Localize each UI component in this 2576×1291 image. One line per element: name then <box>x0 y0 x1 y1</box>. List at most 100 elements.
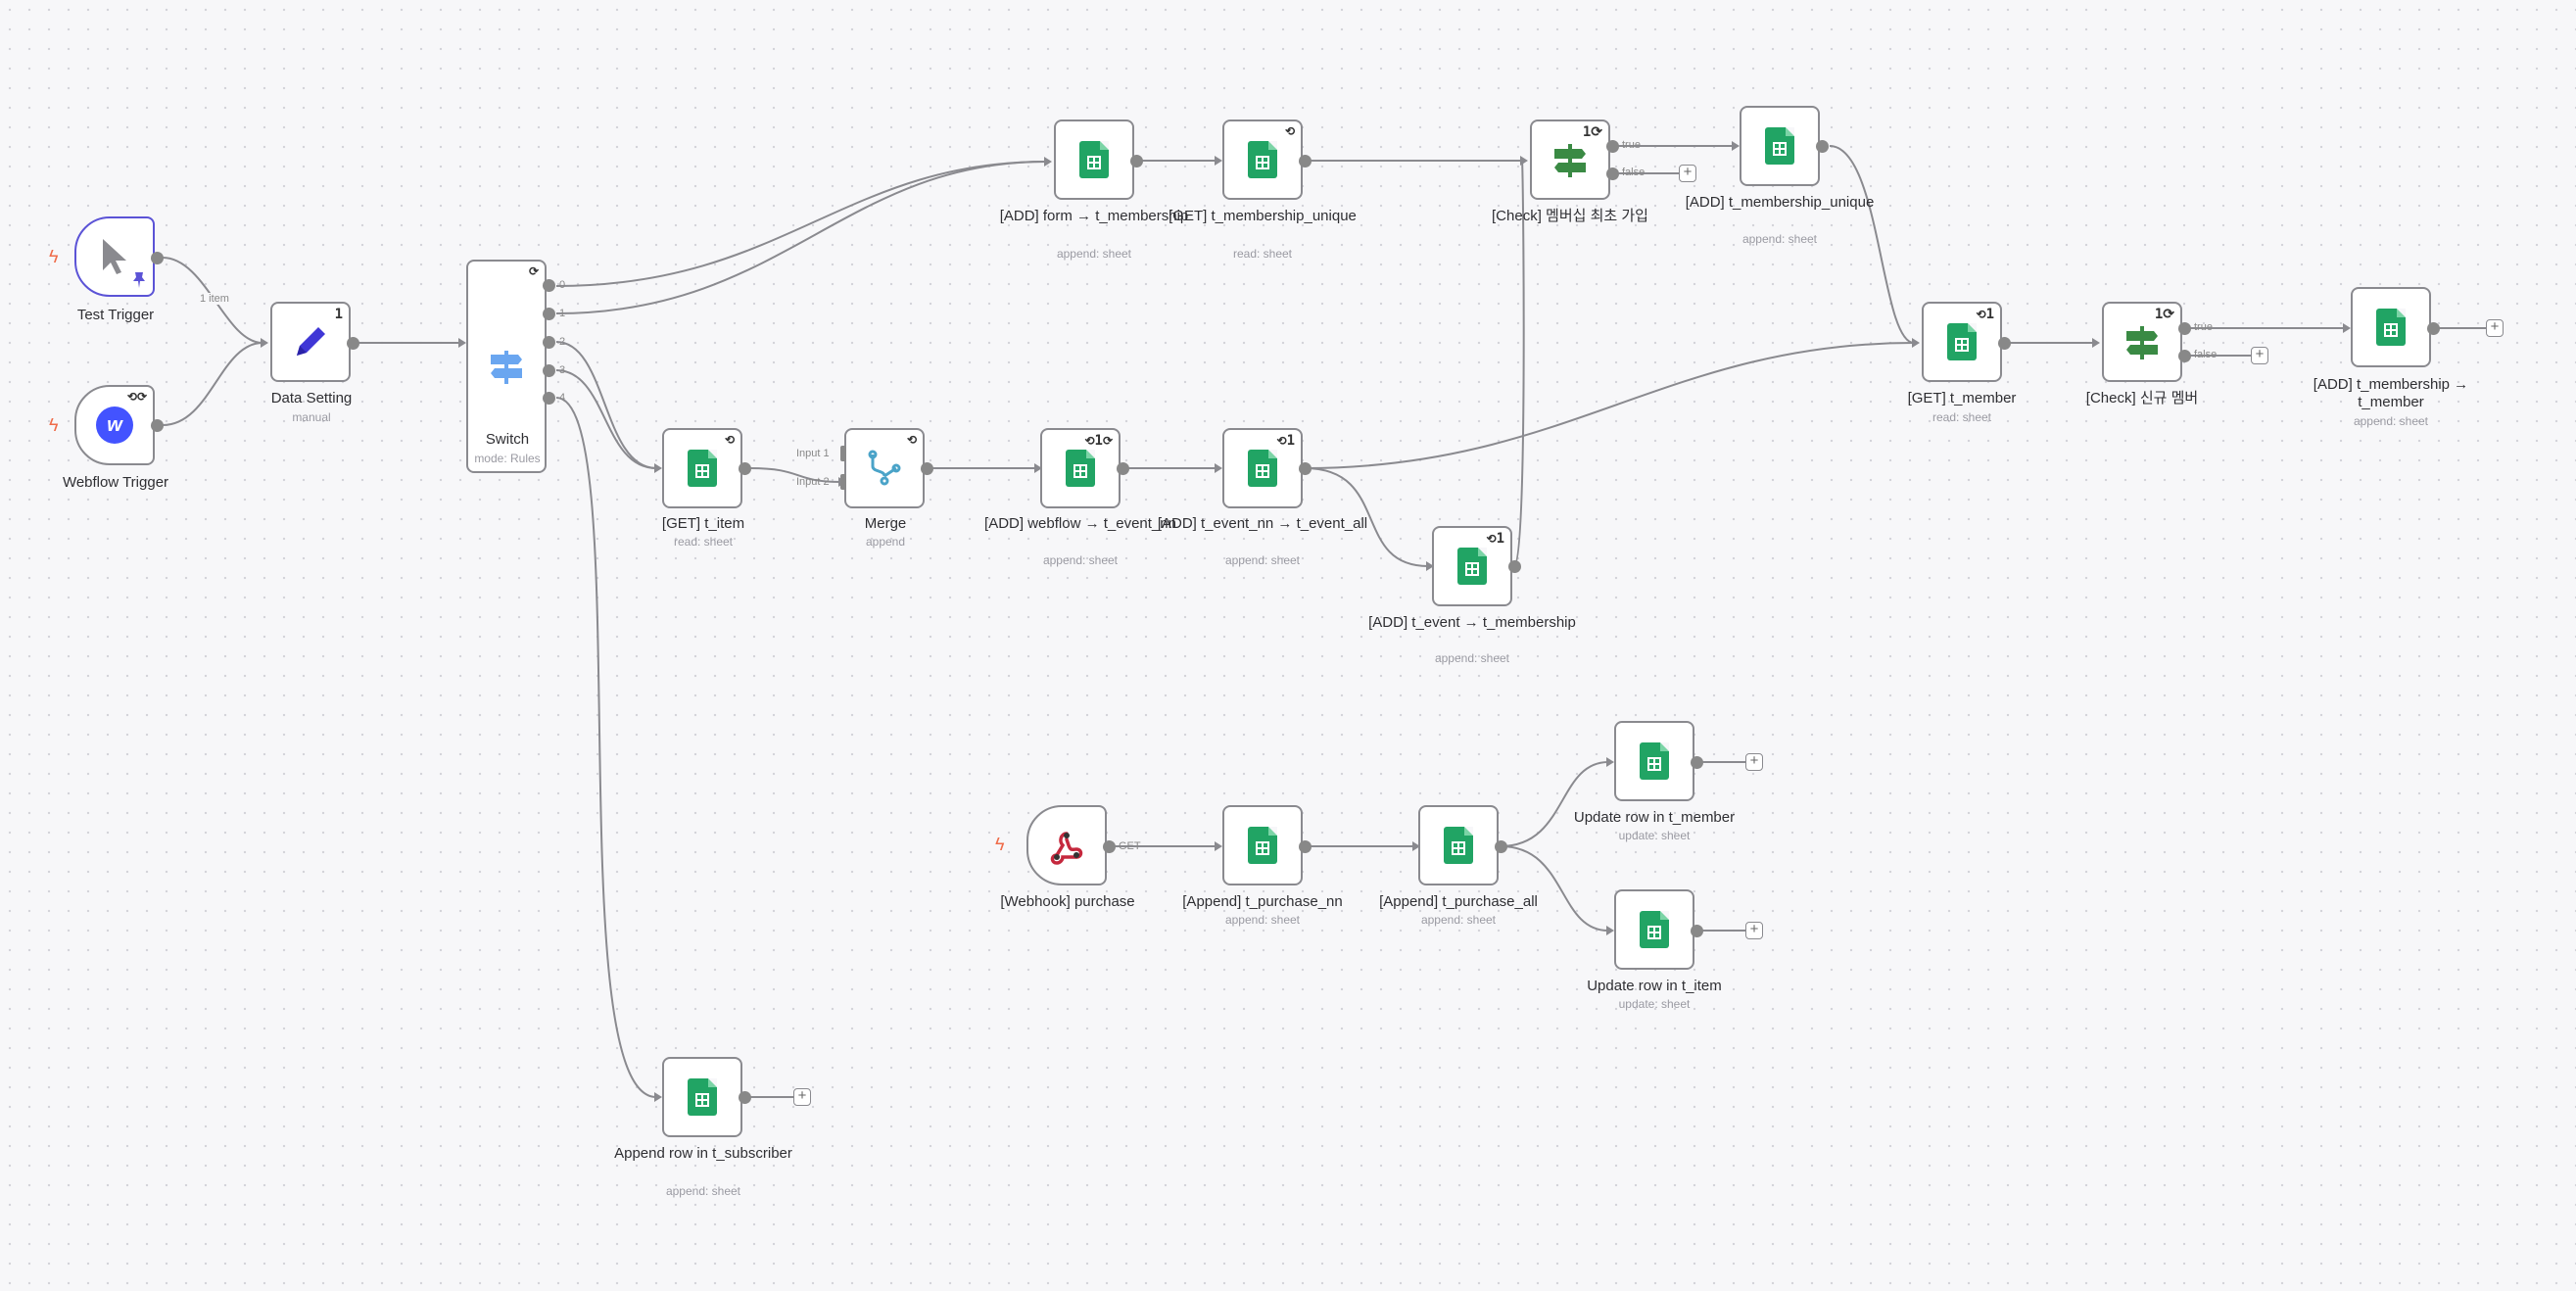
input-handle-2[interactable] <box>840 474 846 490</box>
node-add-webflow[interactable]: ⟲1⟳ <box>1040 428 1121 508</box>
node-label: [GET] t_membership_unique <box>1169 208 1357 224</box>
node-subtitle: append: sheet <box>1224 913 1301 927</box>
output-handle-true[interactable] <box>2178 322 2191 335</box>
pinned-data-badge: ⟲ <box>906 433 917 447</box>
output-handle-false[interactable] <box>1606 167 1619 180</box>
node-data-setting[interactable]: 1 <box>270 302 351 382</box>
google-sheets-icon <box>1248 141 1277 178</box>
output-handle-true[interactable] <box>1606 140 1619 153</box>
node-subtitle: read: sheet <box>1932 410 1992 424</box>
output-handle-false[interactable] <box>2178 350 2191 362</box>
pinned-data-badge: ⟲1 <box>1976 307 1995 322</box>
pin-icon <box>133 272 145 288</box>
node-update-member[interactable] <box>1614 721 1694 801</box>
node-get-item[interactable]: ⟲ <box>662 428 742 508</box>
output-handle[interactable] <box>1299 155 1312 167</box>
node-update-item[interactable] <box>1614 889 1694 970</box>
output-handle[interactable] <box>739 1091 751 1104</box>
node-subtitle: append <box>865 535 906 549</box>
output-label-true: true <box>2194 321 2213 333</box>
output-handle[interactable] <box>2427 322 2440 335</box>
output-handle-2[interactable] <box>543 336 555 349</box>
edge-switch2-to-getitem <box>555 341 657 469</box>
add-node-button[interactable]: + <box>793 1088 811 1106</box>
node-add-membership-member[interactable] <box>2351 287 2431 367</box>
output-handle[interactable] <box>1130 155 1143 167</box>
node-get-membership-unique[interactable]: ⟲ <box>1222 120 1303 200</box>
node-label: [GET] t_member <box>1907 390 2017 406</box>
edge-purchaseall-to-updateitem <box>1500 845 1609 932</box>
output-handle[interactable] <box>151 252 164 264</box>
output-handle[interactable] <box>1691 925 1703 937</box>
edge-item-count: 1 item <box>198 293 231 305</box>
edge-switch0-to-addform <box>555 161 1047 287</box>
node-webhook-purchase[interactable] <box>1026 805 1107 885</box>
add-node-button[interactable]: + <box>2251 347 2268 364</box>
edge-purchaseall-to-updatemember <box>1500 761 1609 847</box>
google-sheets-icon <box>2376 309 2406 346</box>
pencil-icon <box>297 327 325 356</box>
google-sheets-icon <box>1640 742 1669 780</box>
add-node-button[interactable]: + <box>1745 753 1763 771</box>
output-handle[interactable] <box>1299 840 1312 853</box>
node-label: [ADD] t_event_nn → t_event_all <box>1157 515 1368 532</box>
add-node-button[interactable]: + <box>1745 922 1763 939</box>
add-node-button[interactable]: + <box>1679 165 1696 182</box>
output-label-false: false <box>1622 167 1646 178</box>
output-handle[interactable] <box>347 337 359 350</box>
edge-addeventnn-to-addeventmembership <box>1304 467 1429 567</box>
node-label: Merge <box>864 515 907 532</box>
output-label-2: 2 <box>559 336 566 348</box>
output-label-true: true <box>1622 139 1641 151</box>
output-handle[interactable] <box>1117 462 1129 475</box>
node-check-new-member[interactable]: 1⟳ <box>2102 302 2182 382</box>
node-subtitle: append: sheet <box>2353 414 2429 428</box>
output-handle[interactable] <box>1103 840 1116 853</box>
node-add-event-membership[interactable]: ⟲1 <box>1432 526 1512 606</box>
output-handle[interactable] <box>151 419 164 432</box>
node-test-trigger[interactable] <box>74 216 155 297</box>
output-handle[interactable] <box>921 462 933 475</box>
node-append-purchase-all[interactable] <box>1418 805 1499 885</box>
node-label: [ADD] form → t_membership <box>999 208 1189 224</box>
input-handle-1[interactable] <box>840 446 846 461</box>
output-handle-1[interactable] <box>543 308 555 320</box>
node-subtitle: manual <box>292 410 331 424</box>
output-handle-4[interactable] <box>543 392 555 405</box>
output-handle[interactable] <box>1816 140 1829 153</box>
node-add-form[interactable] <box>1054 120 1134 200</box>
node-merge[interactable]: ⟲ <box>844 428 925 508</box>
node-get-member[interactable]: ⟲1 <box>1922 302 2002 382</box>
output-handle[interactable] <box>1495 840 1507 853</box>
node-add-membership-unique[interactable] <box>1740 106 1820 186</box>
output-handle[interactable] <box>739 462 751 475</box>
edge-webflow-to-datasetting <box>162 342 263 426</box>
trigger-bolt-icon: ϟ <box>49 415 59 435</box>
if-signpost-icon <box>1554 144 1586 177</box>
if-signpost-icon <box>2126 326 2158 359</box>
node-webflow-trigger[interactable]: w ⟲⟳ <box>74 385 155 465</box>
output-handle[interactable] <box>1299 462 1312 475</box>
output-handle-0[interactable] <box>543 279 555 292</box>
add-node-button[interactable]: + <box>2486 319 2504 337</box>
node-check-first-join[interactable]: 1⟳ <box>1530 120 1610 200</box>
node-subtitle: append: sheet <box>1741 232 1818 246</box>
pinned-data-badge: 1 <box>334 307 343 322</box>
pinned-data-badge: 1⟳ <box>1582 124 1602 140</box>
node-label: Data Setting <box>270 390 353 406</box>
node-label: Switch <box>485 431 530 448</box>
node-subtitle: append: sheet <box>1434 651 1510 665</box>
node-switch[interactable]: ⟳ <box>466 260 547 473</box>
output-handle[interactable] <box>1691 756 1703 769</box>
output-handle-3[interactable] <box>543 364 555 377</box>
output-label-method: GET <box>1119 840 1141 852</box>
output-label-3: 3 <box>559 364 566 376</box>
output-label-1: 1 <box>559 308 566 319</box>
node-add-event-nn[interactable]: ⟲1 <box>1222 428 1303 508</box>
node-append-subscriber[interactable] <box>662 1057 742 1137</box>
sync-icon: ⟳ <box>528 264 539 278</box>
node-label: Append row in t_subscriber <box>614 1145 792 1162</box>
node-append-purchase-nn[interactable] <box>1222 805 1303 885</box>
output-handle[interactable] <box>1998 337 2011 350</box>
output-handle[interactable] <box>1508 560 1521 573</box>
